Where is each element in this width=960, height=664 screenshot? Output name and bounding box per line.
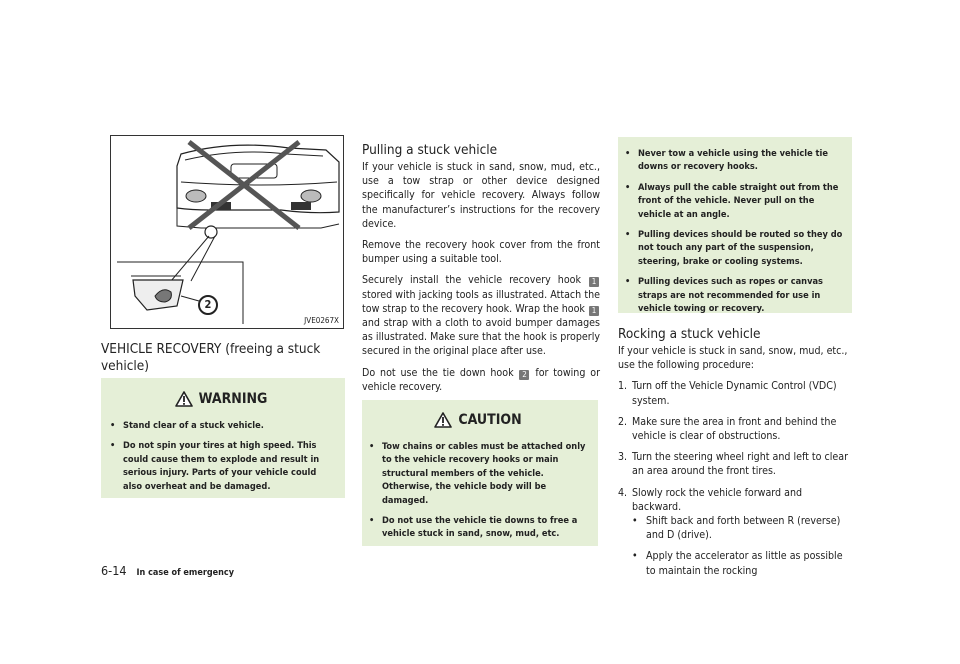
paragraph: Remove the recovery hook cover from the … [362, 239, 600, 266]
page-number: 6-14 [101, 563, 127, 578]
caution-triangle-icon [434, 412, 453, 428]
paragraph: If your vehicle is stuck in sand, snow, … [618, 345, 848, 372]
warning-triangle-icon [174, 391, 193, 407]
continued-warning-list: Never tow a vehicle using the vehicle ti… [620, 147, 846, 315]
callout-1: 1 [589, 305, 599, 316]
callout-2: 2 [198, 295, 218, 315]
list-item: Always pull the cable straight out from … [620, 181, 846, 221]
continued-warning-box: Never tow a vehicle using the vehicle ti… [618, 137, 852, 315]
sub-list-item: Apply the accelerator as little as possi… [632, 549, 852, 577]
page-footer: 6-14 In case of emergency [101, 563, 234, 578]
list-item: Do not use the vehicle tie downs to free… [364, 514, 592, 541]
list-item: Do not spin your tires at high speed. Th… [105, 439, 337, 493]
rocking-body: If your vehicle is stuck in sand, snow, … [618, 344, 852, 585]
caution-title: CAUTION [458, 412, 522, 428]
list-item: Pulling devices such as ropes or canvas … [620, 275, 846, 315]
section-heading-vehicle-recovery: VEHICLE RECOVERY (freeing a stuck vehicl… [101, 341, 321, 374]
caution-title-row: CAUTION [364, 412, 592, 428]
sub-list-item: Shift back and forth between R (reverse)… [632, 514, 852, 542]
pulling-body: If your vehicle is stuck in sand, snow, … [362, 160, 600, 401]
section-heading-rocking: Rocking a stuck vehicle [618, 326, 761, 342]
sub-list: Shift back and forth between R (reverse)… [632, 514, 852, 578]
list-item: 4.Slowly rock the vehicle forward and ba… [618, 486, 852, 578]
paragraph: If your vehicle is stuck in sand, snow, … [362, 161, 600, 230]
warning-title: WARNING [198, 391, 268, 407]
list-item: Pulling devices should be routed so they… [620, 228, 846, 268]
warning-list: Stand clear of a stuck vehicle. Do not s… [105, 419, 337, 493]
figure-code: JVE0267X [304, 316, 339, 325]
list-item: 3.Turn the steering wheel right and left… [618, 451, 848, 478]
list-item: Never tow a vehicle using the vehicle ti… [620, 147, 846, 174]
list-item: Tow chains or cables must be attached on… [364, 440, 592, 507]
callout-2: 2 [519, 369, 530, 380]
caution-list: Tow chains or cables must be attached on… [364, 440, 592, 541]
list-item: Stand clear of a stuck vehicle. [105, 419, 337, 433]
section-heading-pulling: Pulling a stuck vehicle [362, 142, 498, 158]
paragraph: Securely install the vehicle recovery ho… [362, 274, 600, 358]
list-item: 2.Make sure the area in front and behind… [618, 415, 837, 443]
crossed-out-tie-down-hook-diagram [117, 140, 340, 324]
callout-1: 1 [589, 277, 599, 288]
caution-box: CAUTION Tow chains or cables must be att… [362, 400, 598, 546]
warning-title-row: WARNING [105, 391, 337, 407]
figure-tie-down-hook: 2 JVE0267X [110, 135, 344, 329]
paragraph: Do not use the tie down hook 2 for towin… [362, 366, 600, 393]
warning-box: WARNING Stand clear of a stuck vehicle. … [101, 378, 345, 498]
steps-list: 1.Turn off the Vehicle Dynamic Control (… [618, 379, 852, 577]
chapter-title: In case of emergency [136, 568, 234, 578]
list-item: 1.Turn off the Vehicle Dynamic Control (… [618, 380, 837, 407]
